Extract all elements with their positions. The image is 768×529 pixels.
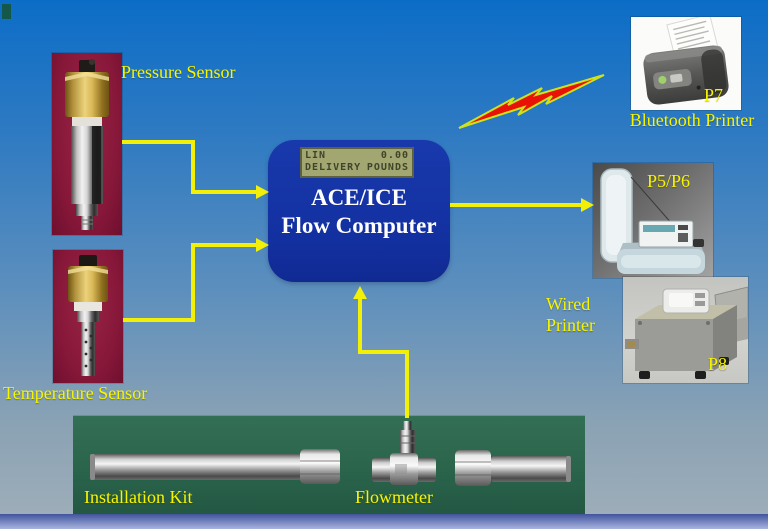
wired-printer-p5p6-label: P5/P6: [647, 171, 691, 191]
lightning-bolt-icon: [458, 74, 605, 129]
lcd-line2-left: DELIVERY: [305, 162, 362, 173]
white-insulator-ring: [72, 117, 102, 126]
temperature-sensor-label: Temperature Sensor: [3, 383, 148, 403]
wired-printer-p8-label: P8: [708, 354, 728, 374]
temperature-sensor-photo: [53, 250, 123, 383]
flowmeter-label: Flowmeter: [355, 487, 433, 507]
printer-slot: [678, 233, 688, 242]
flow-computer-box: LIN 0.00 DELIVERY POUNDS ACE/ICE Flow Co…: [268, 140, 450, 282]
perforated-probe: [81, 322, 95, 376]
flow-computer-title-line2: Flow Computer: [281, 213, 437, 238]
lcd-display: LIN 0.00 DELIVERY POUNDS: [300, 147, 414, 178]
paper-roll-cover: [701, 49, 727, 94]
installation-kit-nut: [300, 449, 340, 484]
wired-printer-p8-drawing: [625, 286, 748, 379]
temperature-sensor-drawing: [68, 255, 108, 376]
installation-kit-tube: [90, 454, 302, 480]
pressure-sensor-label: Pressure Sensor: [121, 62, 236, 82]
bluetooth-printer-drawing: [643, 17, 729, 105]
lid-support-rod: [630, 176, 674, 226]
installation-kit-label: Installation Kit: [84, 487, 193, 507]
power-led: [658, 75, 667, 84]
pressure-to-computer-arrow: [122, 140, 256, 194]
hardware-panel: [73, 415, 585, 515]
box-right-face: [713, 305, 737, 371]
foot: [639, 371, 650, 379]
bluetooth-printer-photo: [631, 17, 741, 110]
flowmeter-left-port: [372, 458, 393, 482]
lcd-line1-right: 0.00: [380, 150, 409, 161]
foot: [695, 371, 706, 379]
wired-printer-label-line2: Printer: [546, 315, 595, 335]
temperature-to-computer-arrow: [123, 243, 256, 322]
white-insulator-ring: [74, 302, 102, 311]
printer-body: [643, 45, 729, 105]
spare-tube: [491, 456, 571, 482]
box-front-face: [635, 319, 713, 371]
bottom-accent-band: [0, 514, 768, 529]
flowmeter-to-computer-arrow: [358, 299, 409, 418]
flow-computer-title: ACE/ICE Flow Computer: [268, 184, 450, 240]
wired-printer-label-line1: Wired: [546, 294, 591, 314]
pressure-sensor-photo: [52, 53, 122, 235]
sensor-cap: [79, 255, 97, 267]
threaded-tip: [81, 216, 93, 230]
flow-computer-title-line1: ACE/ICE: [311, 185, 407, 210]
bluetooth-printer-model-label: P7: [704, 85, 724, 105]
teal-accent-rect: [2, 4, 11, 19]
wired-printer-label: Wired Printer: [546, 294, 595, 336]
hardware-drawing: [90, 421, 571, 486]
pressure-sensor-drawing: [65, 59, 109, 230]
printer-logo-strip: [643, 225, 675, 232]
wired-printer-p8-photo: [623, 277, 748, 383]
lcd-line2-right: POUNDS: [366, 162, 409, 173]
case-latch: [693, 239, 704, 247]
wired-printer-p5p6-drawing: [600, 168, 705, 274]
flowmeter-right-port: [415, 458, 436, 482]
spare-tube-nut: [455, 450, 491, 486]
wired-printer-p5p6-photo: [593, 163, 713, 278]
lcd-line1-left: LIN: [305, 150, 327, 161]
flowmeter-stem-tip: [403, 421, 412, 431]
feed-button: [670, 73, 683, 83]
arrowhead: [353, 286, 367, 299]
brass-hex-nut: [68, 266, 108, 302]
bottom-hex: [76, 204, 98, 216]
brass-hex-nut: [65, 72, 109, 117]
foot: [719, 357, 729, 365]
collar: [77, 311, 99, 322]
bluetooth-printer-label: Bluetooth Printer: [629, 110, 755, 130]
